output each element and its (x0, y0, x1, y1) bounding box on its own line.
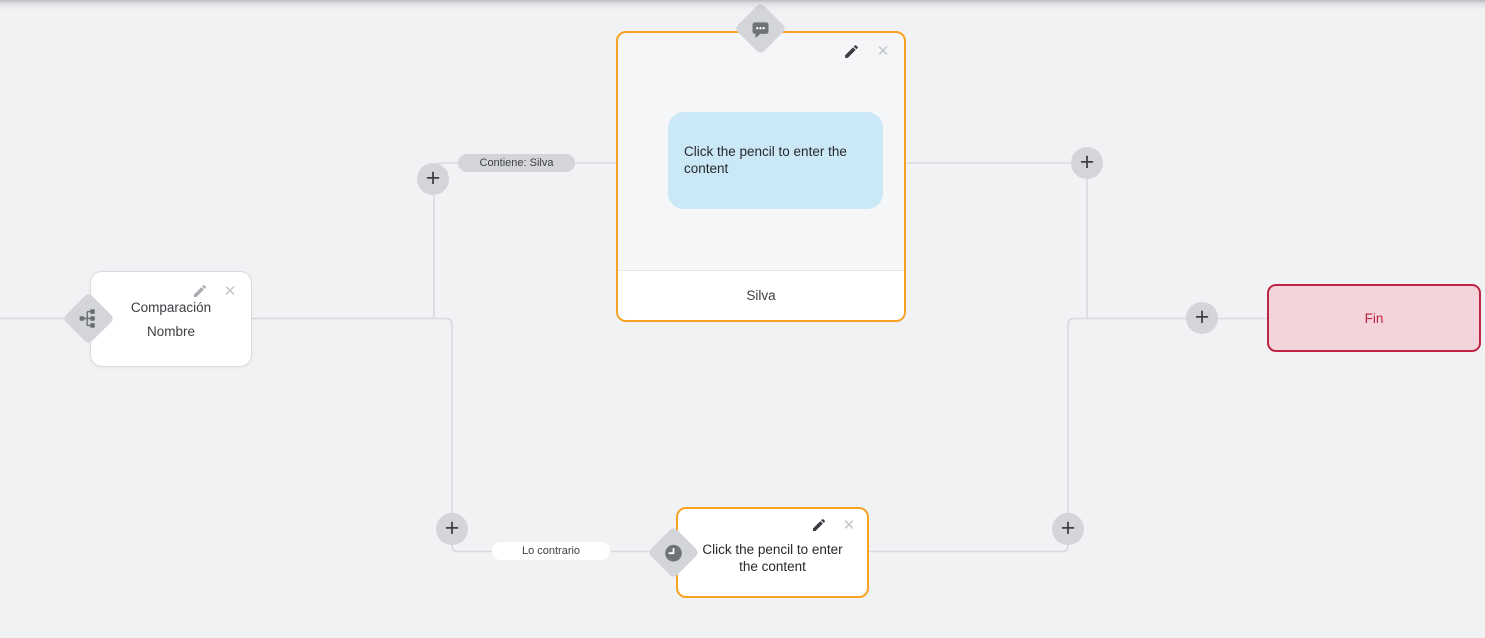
delay-node-actions: ✕ (810, 516, 858, 534)
condition-node-actions: ✕ (191, 282, 239, 300)
add-step-button-before-end[interactable]: + (1186, 302, 1218, 334)
close-icon[interactable]: ✕ (223, 282, 237, 300)
edge-label-contains: Contiene: Silva (458, 154, 575, 172)
plus-icon: + (444, 514, 460, 542)
delay-node[interactable]: ✕ Click the pencil to enter the content (676, 507, 869, 598)
plus-icon: + (1079, 148, 1095, 176)
edit-pencil-icon[interactable] (842, 42, 860, 60)
end-node-label: Fin (1364, 310, 1384, 326)
clock-icon (664, 543, 684, 563)
message-placeholder-text: Click the pencil to enter the content (684, 144, 847, 176)
condition-title-line2: Nombre (146, 323, 195, 339)
plus-icon: + (1060, 514, 1076, 542)
plus-icon: + (1194, 303, 1210, 331)
condition-title-line1: Comparación (130, 299, 212, 315)
add-step-button-top-right[interactable]: + (1071, 147, 1103, 179)
edge-label-otherwise: Lo contrario (492, 542, 610, 560)
delay-placeholder-text: Click the pencil to enter the content (702, 542, 843, 574)
message-node-footer: Silva (618, 270, 904, 320)
add-step-button-bottom-right[interactable]: + (1052, 513, 1084, 545)
delay-port-badge (647, 526, 700, 579)
condition-node[interactable]: ✕ Comparación Nombre (90, 271, 252, 367)
condition-port-badge (62, 292, 115, 345)
plus-icon: + (425, 164, 441, 192)
close-icon[interactable]: ✕ (876, 42, 890, 60)
message-node-actions: ✕ (842, 42, 892, 60)
close-icon[interactable]: ✕ (842, 516, 856, 534)
message-node[interactable]: ✕ Click the pencil to enter the content … (616, 31, 906, 322)
end-node[interactable]: Fin (1267, 284, 1481, 352)
edit-pencil-icon[interactable] (810, 516, 828, 534)
sitemap-icon (79, 309, 98, 328)
message-node-title: Silva (746, 288, 776, 303)
chat-dots-icon (751, 19, 771, 39)
add-step-button-bottom-left[interactable]: + (436, 513, 468, 545)
message-port-badge (734, 2, 787, 55)
add-step-button-top-left[interactable]: + (417, 163, 449, 195)
message-preview-bubble: Click the pencil to enter the content (668, 112, 883, 209)
edit-pencil-icon[interactable] (191, 282, 209, 300)
